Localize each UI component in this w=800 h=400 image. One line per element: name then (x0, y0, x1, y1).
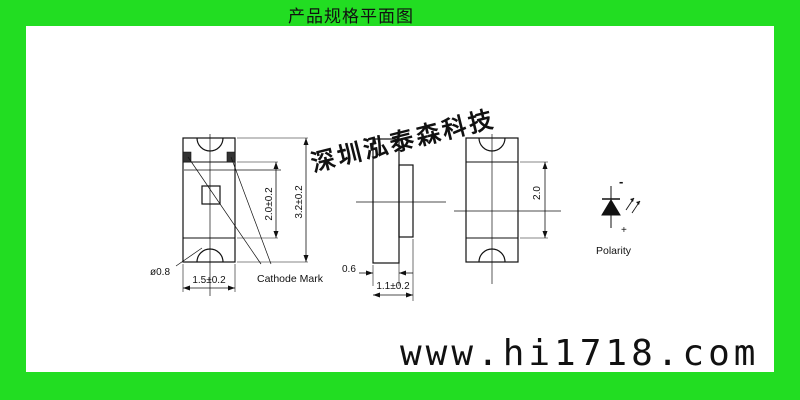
dim-label-diameter: ø0.8 (150, 267, 170, 278)
bottom-view-notch-top (478, 137, 506, 152)
dim-arrows (366, 270, 406, 276)
cathode-leader-1 (187, 156, 262, 265)
side-view: 0.6 1.1±0.2 (342, 138, 446, 301)
diode-triangle-icon (601, 199, 621, 216)
emission-arrow-head (636, 201, 640, 205)
dim-label-3-2: 3.2±0.2 (294, 185, 305, 219)
polarity-label: Polarity (596, 245, 632, 257)
dim-label-1-1: 1.1±0.2 (376, 281, 410, 292)
polarity-symbol: - + Polarity (596, 174, 641, 257)
top-view-body (182, 137, 236, 263)
cathode-mark-label: Cathode Mark (257, 273, 324, 285)
spec-drawing: 2.0±0.2 3.2±0.2 1.5±0.2 ø0.8 Cathode Mar… (150, 134, 641, 301)
dim-label-1-5: 1.5±0.2 (192, 275, 226, 286)
polarity-plus: + (621, 225, 627, 236)
page-title: 产品规格平面图 (288, 7, 414, 27)
emission-arrow-head (630, 198, 634, 202)
drawing-panel: 2.0±0.2 3.2±0.2 1.5±0.2 ø0.8 Cathode Mar… (26, 26, 774, 372)
cathode-leader-2 (230, 156, 272, 265)
top-view: 2.0±0.2 3.2±0.2 1.5±0.2 ø0.8 Cathode Mar… (150, 134, 324, 296)
diameter-leader (175, 247, 203, 267)
dim-label-2-0: 2.0±0.2 (264, 187, 275, 221)
side-view-lens (398, 164, 414, 238)
dim-label-0-6: 0.6 (342, 264, 356, 275)
site-watermark: www.hi1718.com (400, 333, 760, 374)
top-notch (196, 137, 224, 152)
bottom-view-body (465, 137, 519, 263)
dim-label-2-0-bottom: 2.0 (532, 186, 543, 200)
bottom-notch (196, 248, 224, 263)
cathode-mark-left (182, 151, 192, 163)
polarity-minus: - (619, 174, 623, 189)
top-view-chip (201, 185, 221, 205)
bottom-view: 2.0 (454, 134, 561, 284)
bottom-view-notch-bottom (478, 248, 506, 263)
